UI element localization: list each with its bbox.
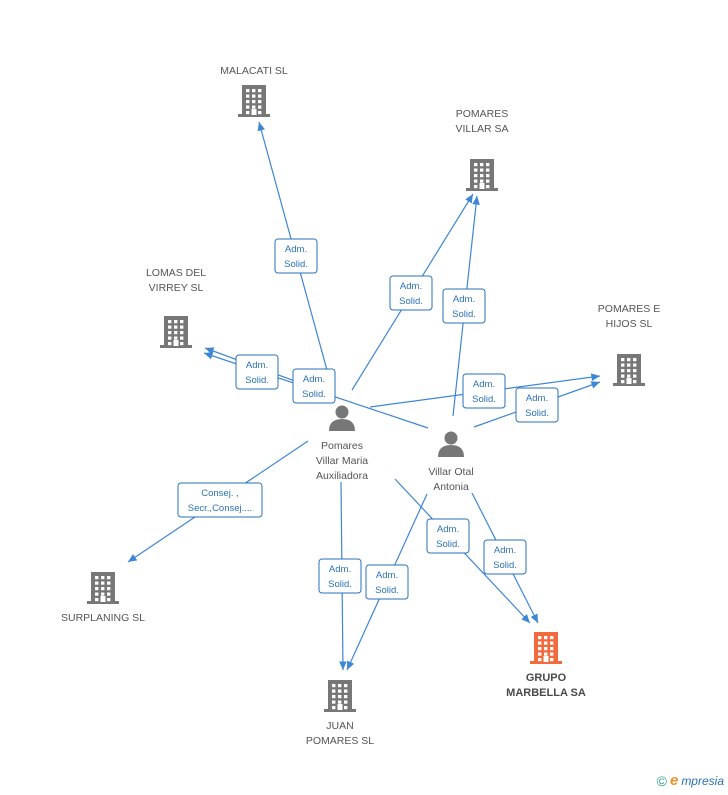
edge-label-text: Secr.,Consej.... [188,503,252,514]
edge-label-text: Adm. [246,360,268,371]
node-label: POMARES E [598,303,660,315]
node-label: Pomares [321,440,363,452]
edge-label-text: Adm. [329,564,351,575]
node-grupo[interactable]: GRUPO MARBELLA SA [506,632,586,699]
edge-label-pvma-malacati[interactable]: Adm. Solid. [274,238,318,274]
edge-label-text: Adm. [400,281,422,292]
node-label: HIJOS SL [606,318,653,330]
edge-label-text: Adm. [303,374,325,385]
edge-label-text: Solid. [472,394,496,405]
node-label: VILLAR SA [455,123,508,135]
node-pomares-hijos[interactable]: POMARES E HIJOS SL [598,303,660,386]
edge-label-text: Solid. [493,560,517,571]
edge-label-text: Adm. [437,524,459,535]
brand-logo-initial: e [669,772,679,789]
node-label: SURPLANING SL [61,612,145,624]
edge-label-text: Adm. [473,379,495,390]
edge-label-box [483,539,527,575]
edge-label-text: Adm. [494,545,516,556]
edge-label-pvma-pomares_villar[interactable]: Adm. Solid. [389,275,433,311]
edge-label-text: Solid. [525,408,549,419]
edge-label-box [515,387,559,423]
nodes-layer: MALACATI SL POMARES VILLAR SA LOMAS DEL VIRR… [61,65,660,747]
brand-logo-text: mpresia [681,773,724,788]
node-label: VIRREY SL [149,282,204,294]
edge-label-text: Adm. [526,393,548,404]
edge-label-text: Solid. [399,296,423,307]
edge-label-text: Adm. [453,294,475,305]
node-label: Villar Maria [316,455,368,467]
building-icon [160,316,192,348]
edge-label-text: Adm. [285,244,307,255]
edge-label-box [177,482,263,518]
node-label: GRUPO [526,672,567,684]
node-label: Villar Otal [428,466,473,478]
node-surplaning[interactable]: SURPLANING SL [61,572,145,624]
edge-label-voa-lomas[interactable]: Adm. Solid. [292,368,336,404]
edge-label-pvma-grupo[interactable]: Adm. Solid. [426,518,470,554]
edge-label-text: Solid. [302,389,326,400]
edge-label-pvma-juan[interactable]: Adm. Solid. [318,558,362,594]
node-label: LOMAS DEL [146,267,206,279]
edge-label-text: Solid. [284,259,308,270]
edge-label-text: Solid. [452,309,476,320]
node-juan[interactable]: JUAN POMARES SL [306,680,374,747]
copyright-symbol: © [656,772,667,789]
node-label: Auxiliadora [316,470,368,482]
edge-label-pvma-pomares_hijos[interactable]: Adm. Solid. [462,373,506,409]
edge-label-text: Solid. [245,375,269,386]
edge-label-pvma-surplaning[interactable]: Consej. , Secr.,Consej.... [177,482,263,518]
edge-label-box [426,518,470,554]
edge-label-box [292,368,336,404]
edge-label-box [442,288,486,324]
building-icon [324,680,356,712]
node-label: MALACATI SL [220,65,288,77]
person-icon [438,431,464,457]
edge-label-text: Solid. [436,539,460,550]
building-icon [466,159,498,191]
node-pomares-villar[interactable]: POMARES VILLAR SA [455,108,509,191]
building-icon [613,354,645,386]
node-lomas[interactable]: LOMAS DEL VIRREY SL [146,267,206,348]
edge-label-pvma-lomas[interactable]: Adm. Solid. [235,354,279,390]
building-icon [530,632,562,664]
building-icon [87,572,119,604]
edge-label-box [462,373,506,409]
edge-label-box [318,558,362,594]
edge-label-voa-pomares_villar[interactable]: Adm. Solid. [442,288,486,324]
edge-label-text: Solid. [375,585,399,596]
edge-label-text: Consej. , [201,488,239,499]
edge-label-voa-grupo[interactable]: Adm. Solid. [483,539,527,575]
edge-label-box [274,238,318,274]
edge-label-text: Adm. [376,570,398,581]
edge-label-box [365,564,409,600]
edge-label-box [389,275,433,311]
edge-label-voa-juan[interactable]: Adm. Solid. [365,564,409,600]
node-label: POMARES SL [306,735,374,747]
node-malacati[interactable]: MALACATI SL [220,65,288,117]
node-label: POMARES [456,108,509,120]
person-icon [329,405,355,431]
edge-label-box [235,354,279,390]
building-icon [238,85,270,117]
node-label: MARBELLA SA [506,687,586,699]
node-label: JUAN [326,720,353,732]
edge-label-text: Solid. [328,579,352,590]
node-label: Antonia [433,481,469,493]
edge-labels-layer: Adm. Solid. Adm. Solid. Adm. Solid. Adm. Solid.… [177,238,559,600]
edge-label-voa-pomares_hijos[interactable]: Adm. Solid. [515,387,559,423]
